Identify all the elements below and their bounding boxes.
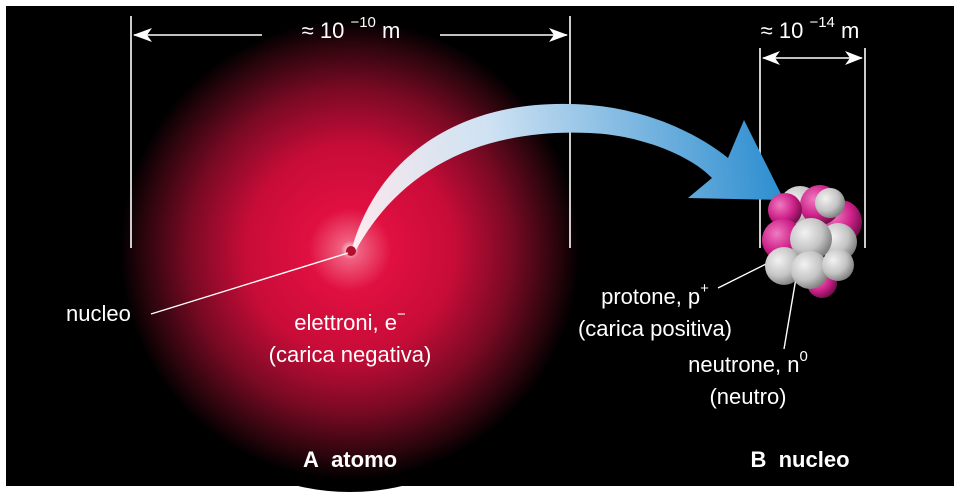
nucleus-scale-label: ≈ 10 −14 m xyxy=(735,15,885,44)
nucleus-cluster xyxy=(762,185,862,298)
proton-sup: + xyxy=(700,279,709,297)
atom-scale-exponent: −10 xyxy=(350,13,376,31)
nucleus-scale-approx: ≈ 10 xyxy=(760,18,804,43)
caption-nucleus: B nucleo xyxy=(725,447,875,473)
electrons-label: elettroni, e− (carica negativa) xyxy=(240,307,460,368)
proton-line2: (carica positiva) xyxy=(577,316,733,341)
neutron-label: neutrone, n0 (neutro) xyxy=(668,349,828,410)
neutron-line1: neutrone, n xyxy=(688,352,800,377)
neutron-sphere xyxy=(790,218,832,260)
neutron-sphere xyxy=(791,251,829,289)
nucleus-pointer-line xyxy=(150,252,349,315)
nucleus-pointer-label: nucleo xyxy=(66,301,131,326)
electrons-line1: elettroni, e xyxy=(294,310,397,335)
magnification-arrow xyxy=(352,103,784,250)
electrons-line2: (carica negativa) xyxy=(268,342,432,367)
proton-label: protone, p+ (carica positiva) xyxy=(555,281,755,342)
caption-atom-text: atomo xyxy=(331,447,398,472)
proton-line1: protone, p xyxy=(601,284,701,309)
caption-nucleus-text: nucleo xyxy=(778,447,850,472)
nucleus-scale-bar xyxy=(759,48,866,248)
atom-nucleus-dot xyxy=(346,246,356,256)
caption-atom-letter: A xyxy=(302,447,319,472)
atom-scale-approx: ≈ 10 xyxy=(301,18,345,43)
neutron-sup: 0 xyxy=(799,347,808,365)
caption-nucleus-letter: B xyxy=(750,447,767,472)
atom-scale-unit: m xyxy=(382,18,401,43)
neutron-pointer-line xyxy=(783,277,797,350)
proton-sphere xyxy=(768,193,802,227)
neutron-line2: (neutro) xyxy=(709,384,787,409)
nucleus-scale-unit: m xyxy=(841,18,860,43)
neutron-sphere xyxy=(815,188,845,218)
caption-atom: A atomo xyxy=(270,447,430,473)
electrons-sup: − xyxy=(396,305,406,323)
atom-scale-label: ≈ 10 −10 m xyxy=(262,15,440,44)
neutron-sphere xyxy=(822,249,854,281)
nucleus-scale-exponent: −14 xyxy=(809,13,835,31)
